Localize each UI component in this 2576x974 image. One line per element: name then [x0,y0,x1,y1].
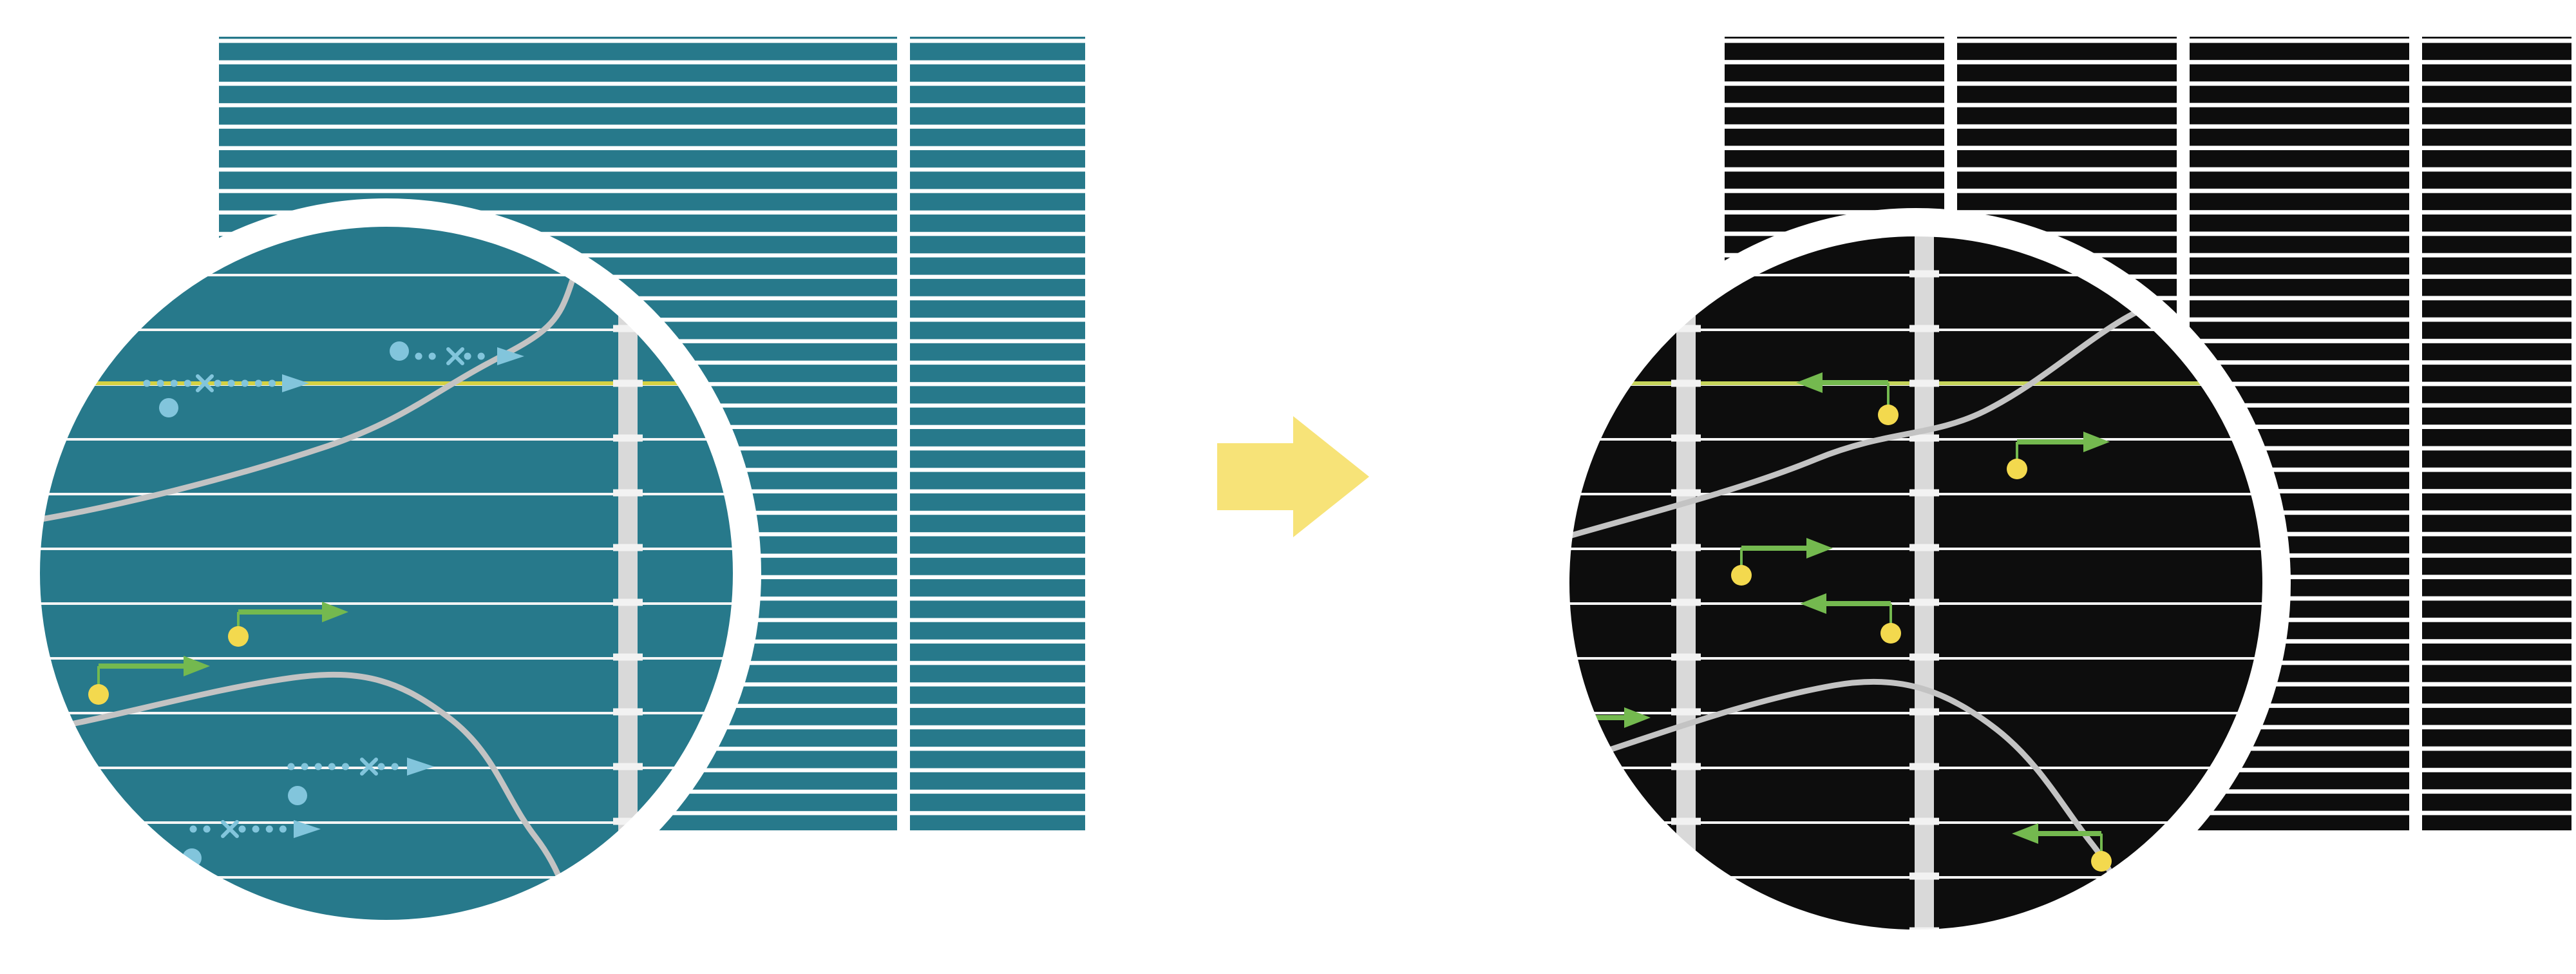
yellow-carrier-dot [1565,736,1569,756]
yellow-carrier-dot [88,684,109,705]
left-busbar [613,222,643,924]
busbar-bar [1915,232,1934,934]
right-busbar-2 [1909,232,1939,934]
collected-carrier-path [88,656,210,705]
left-magnifier-ring [12,198,761,948]
recombination-x-icon [446,347,464,365]
transition-arrow-icon [1217,416,1369,537]
yellow-carrier-dot [2007,459,2027,479]
yellow-carrier-dot [1878,405,1899,425]
arrowhead-icon [1796,372,1823,393]
collected-carrier-path [1800,593,1901,644]
collected-carrier-path [1731,538,1833,586]
arrowhead-icon [1624,707,1651,728]
recombination-x-icon [360,758,378,776]
grain-boundary-curve-lower [35,671,582,924]
busbar-bar [618,222,638,924]
blue-carrier-dot [288,786,307,805]
right-magnifier-ring [1541,208,2291,958]
arrowhead-icon [282,374,309,392]
yellow-carrier-dot [1731,565,1752,586]
left-panel-edge-column [910,37,1085,830]
right-inset-content [1565,232,2267,934]
recombination-x-icon [196,374,214,392]
arrowhead-icon [2012,823,2038,844]
right-busbar-1 [1671,232,1701,934]
arrowhead-icon [407,758,434,776]
lost-carrier-path [390,341,524,365]
busbar-bar [1676,232,1696,934]
lost-carrier-path [143,374,309,417]
lost-carrier-path [287,758,434,805]
collected-carrier-path [228,602,348,647]
blue-carrier-dot [390,341,409,361]
arrowhead-icon [1806,538,1833,559]
arrowhead-icon [497,347,524,365]
yellow-carrier-dot [1880,623,1901,644]
arrowhead-icon [2083,432,2110,452]
collected-carrier-path [2007,432,2110,479]
arrowhead-icon [184,656,210,676]
collected-carrier-path [2012,823,2112,872]
right-panel-column-4 [2422,37,2571,830]
arrowhead-icon [1800,593,1826,614]
blue-carrier-dot [159,398,178,417]
collected-carrier-path [1796,372,1899,425]
left-inset-content [35,222,737,924]
yellow-carrier-dot [2091,851,2112,872]
recombination-x-icon [221,820,239,838]
grain-boundary-curve-upper [1565,288,2211,543]
arrowhead-icon [294,820,321,838]
arrowhead-icon [322,602,348,622]
yellow-carrier-dot [228,626,249,647]
